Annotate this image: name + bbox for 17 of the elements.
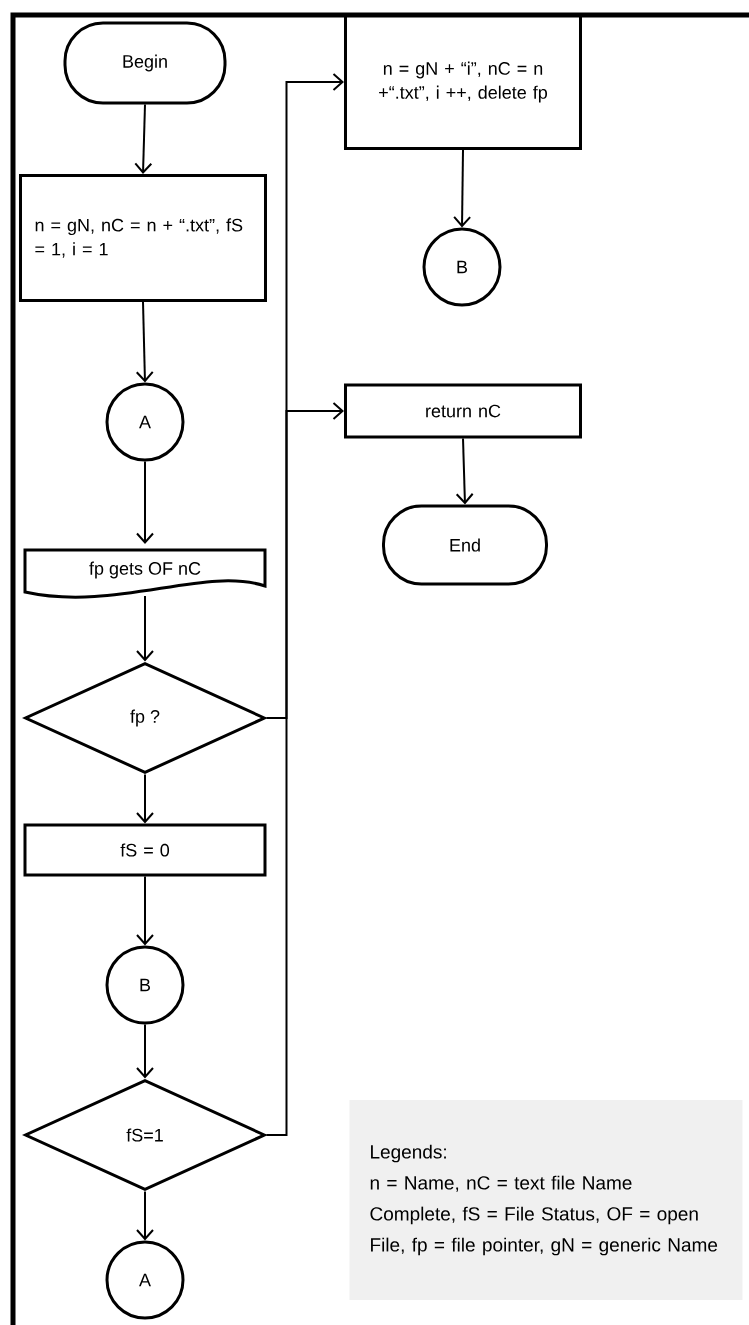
- arrow: [136, 875, 154, 946]
- process-box: return nC: [344, 383, 582, 439]
- arrow: [134, 103, 153, 174]
- arrow: [453, 149, 472, 228]
- arrow: [136, 1023, 154, 1079]
- process-box: n = gN, nC = n + “.txt”, fS = 1, i = 1: [19, 174, 267, 302]
- arrow: [136, 773, 154, 824]
- arrow: [455, 437, 474, 505]
- arrow: [136, 460, 154, 544]
- arrow: [136, 1190, 154, 1241]
- process-box: n = gN + “i”, nC = n +“.txt”, i ++, delete fp: [344, 14, 582, 150]
- legend-panel: Legends: n = Name, nC = text file Name Complete, fS = File Status, OF = open File, fp = file pointer, gN = generic Name: [349, 1100, 743, 1300]
- arrow: [265, 402, 344, 1136]
- process-box: fS = 0: [23, 823, 267, 877]
- arrow: [135, 301, 154, 383]
- arrow: [265, 73, 344, 719]
- arrow: [136, 595, 154, 662]
